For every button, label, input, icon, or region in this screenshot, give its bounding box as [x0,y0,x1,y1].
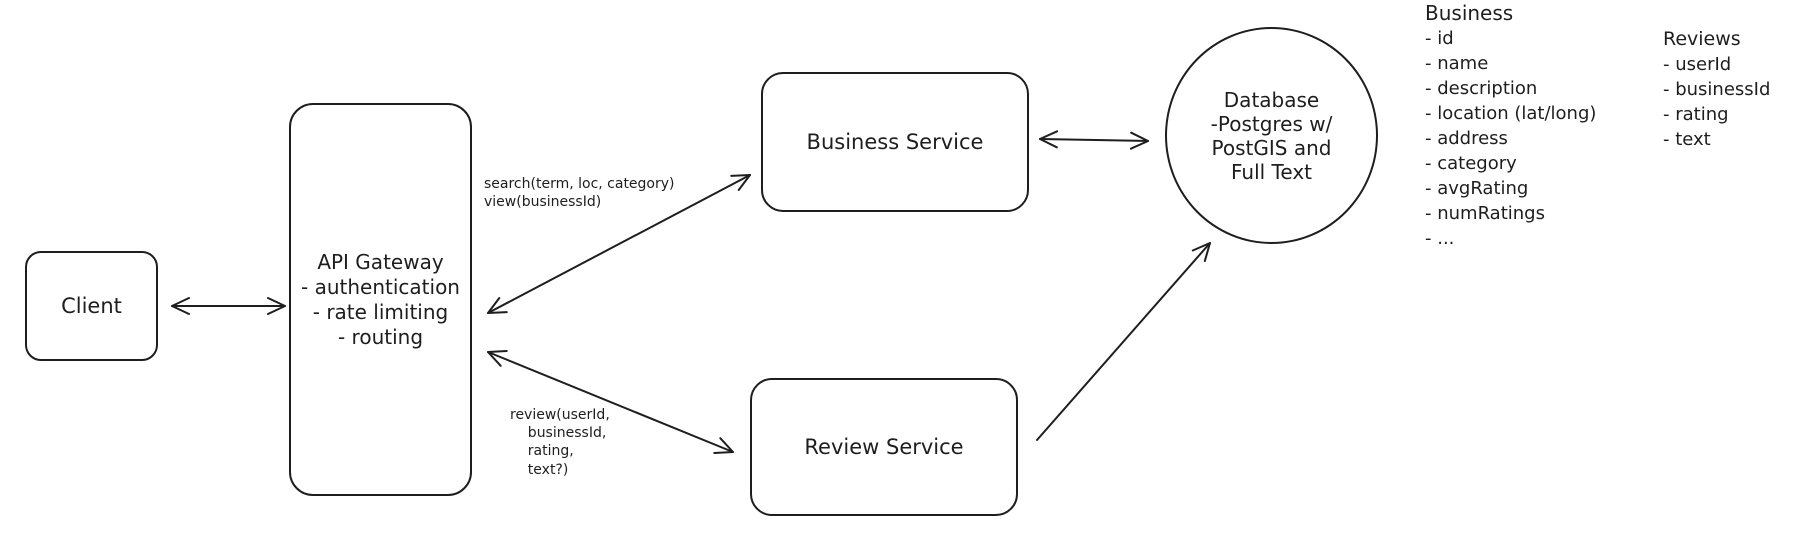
business-entity-title: Business [1425,1,1514,25]
business-field: - description [1425,78,1538,99]
reviews-entity-title: Reviews [1663,28,1741,50]
reviews-field: - businessId [1663,79,1771,100]
business-service-node: Business Service [761,72,1029,212]
api-gateway-node: API Gateway - authentication - rate limi… [289,103,472,496]
business-field: - numRatings [1425,203,1545,224]
review-database-arrow [1036,242,1211,441]
business-field: - avgRating [1425,178,1529,199]
reviews-field: - text [1663,129,1711,150]
database-label: Database -Postgres w/ PostGIS and Full T… [1210,87,1333,184]
business-field: - address [1425,128,1508,149]
business-field: - location (lat/long) [1425,103,1597,124]
gateway-review-arrow [487,350,734,454]
review-service-label: Review Service [804,434,964,459]
business-entity: Business - id - name - description - loc… [1425,1,1596,251]
client-label: Client [61,293,122,318]
business-field: - id [1425,28,1454,49]
reviews-field: - rating [1663,104,1729,125]
review-service-node: Review Service [750,378,1018,516]
client-node: Client [25,251,158,361]
gateway-business-arrow [487,174,751,314]
reviews-entity: Reviews - userId - businessId - rating -… [1663,27,1770,152]
business-field: - category [1425,153,1517,174]
business-database-arrow [1039,130,1149,150]
review-edge-label: review(userId, businessId, rating, text?… [510,407,610,478]
business-service-label: Business Service [806,129,984,154]
reviews-field: - userId [1663,54,1732,75]
business-field: - ... [1425,228,1455,249]
business-field: - name [1425,53,1489,74]
api-gateway-label: API Gateway - authentication - rate limi… [301,249,460,349]
database-node: Database -Postgres w/ PostGIS and Full T… [1165,27,1378,244]
search-edge-label: search(term, loc, category) view(busines… [484,176,675,211]
